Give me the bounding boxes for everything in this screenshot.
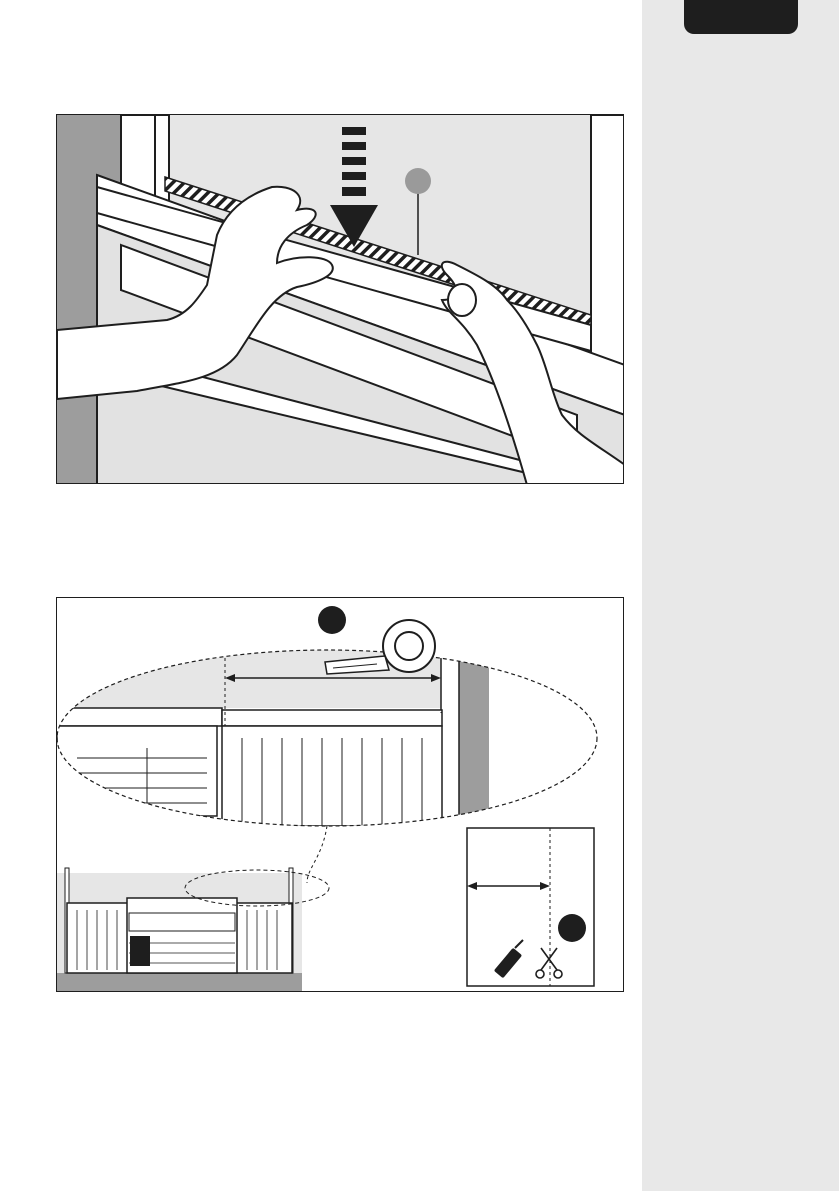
window-jamb <box>441 653 459 823</box>
side-panel <box>642 0 839 1191</box>
language-tab[interactable] <box>684 0 798 34</box>
accordion-panel <box>222 726 442 826</box>
unit-top-rail <box>57 708 222 726</box>
right-wall <box>457 653 489 823</box>
accordion-top <box>222 710 442 726</box>
callout-circle-grey <box>405 168 431 194</box>
cut-inset-panel <box>467 828 594 986</box>
callout-circle-black-2 <box>558 914 586 942</box>
thumb-icon <box>448 284 476 316</box>
figure-measure-cut <box>56 597 624 992</box>
air-conditioner-icon <box>57 868 302 992</box>
callout-circle-black <box>318 606 346 634</box>
leader-line <box>307 826 327 883</box>
figure-seal-installation <box>56 114 624 484</box>
